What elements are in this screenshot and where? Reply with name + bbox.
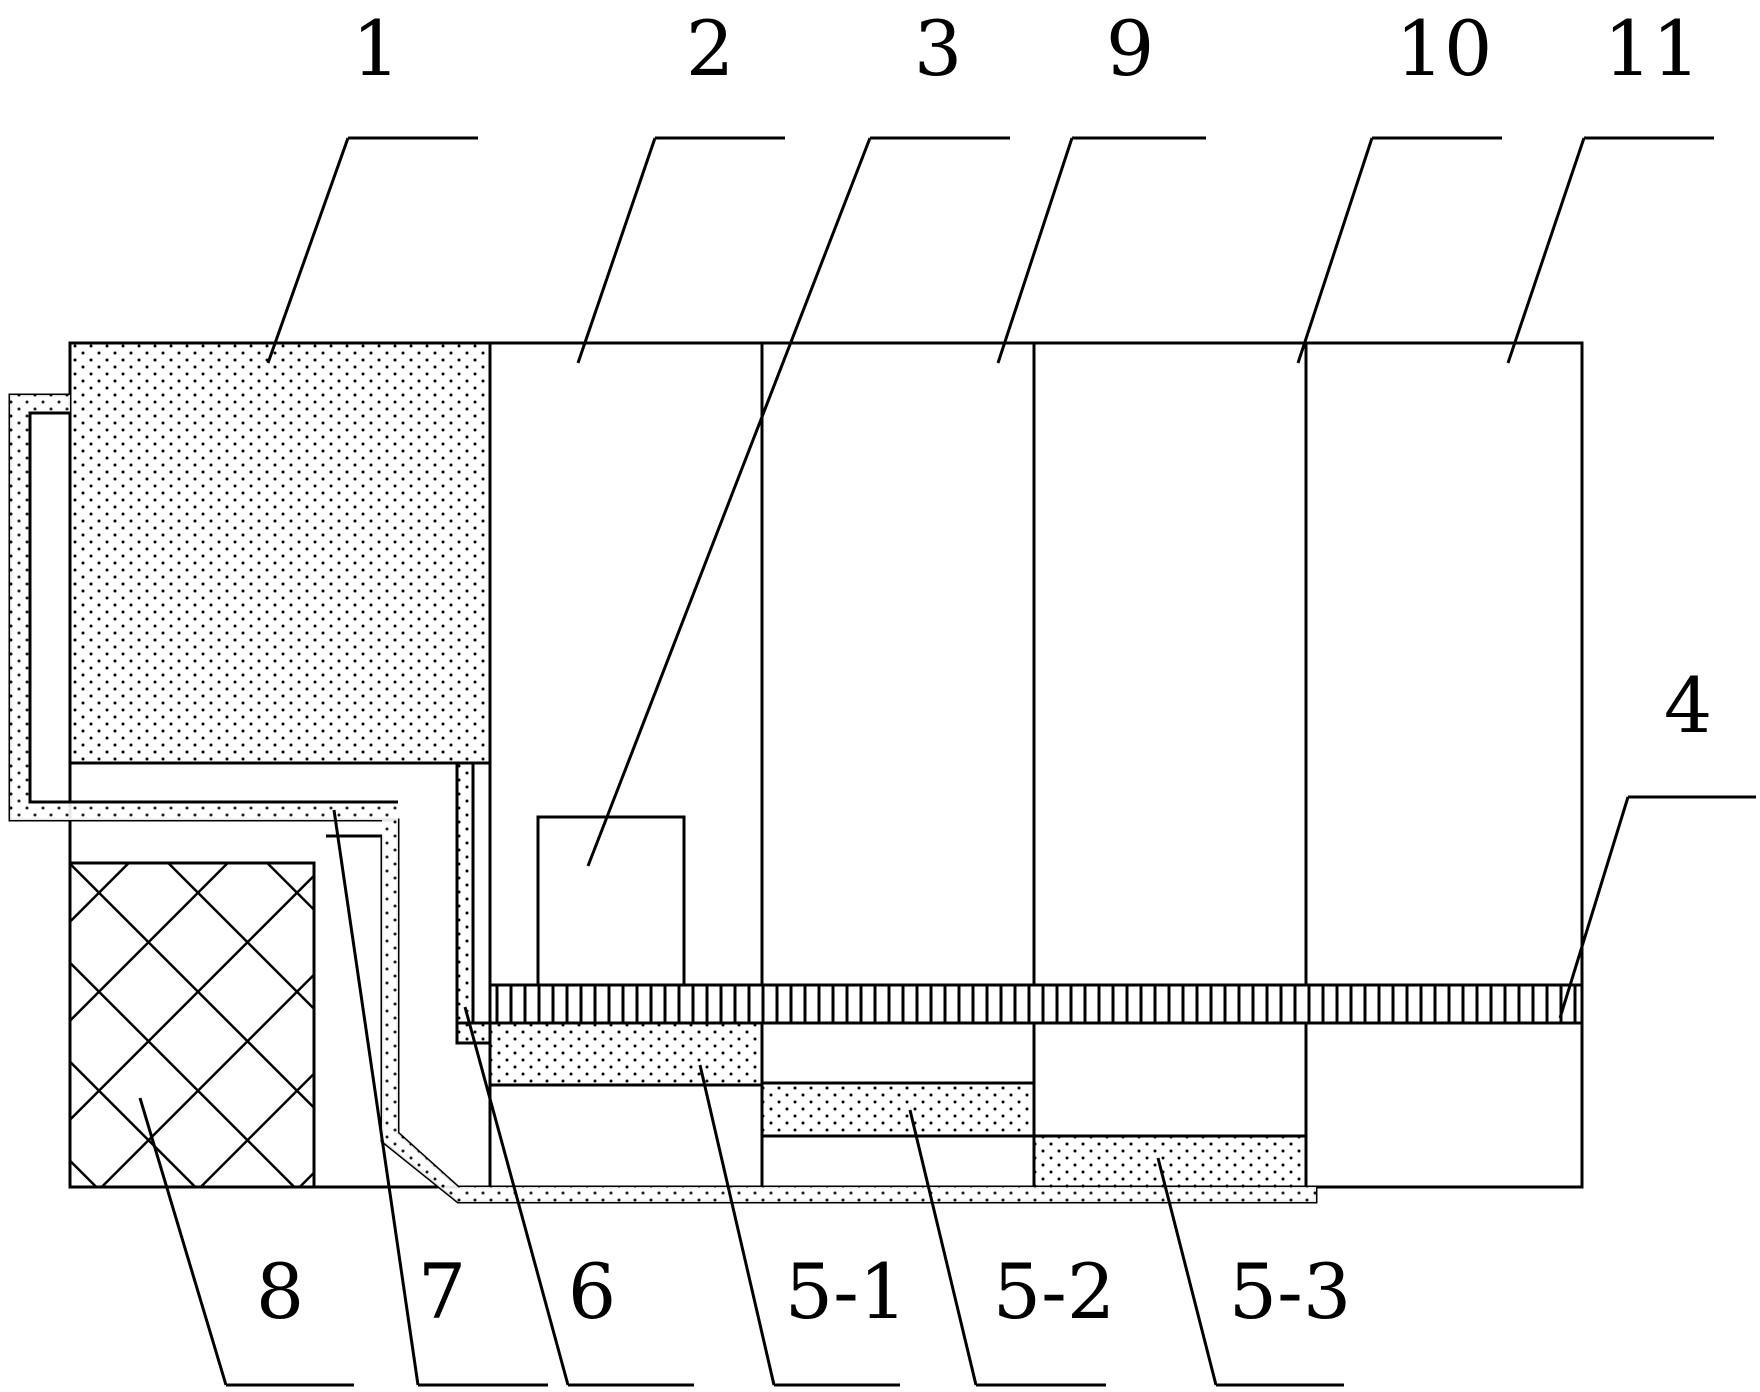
leader-6 — [463, 1006, 570, 1386]
component-7-pipe-inner — [28, 411, 398, 804]
label-5-2: 5-2 — [993, 1247, 1115, 1336]
label-6: 6 — [568, 1247, 616, 1336]
component-8-block — [68, 861, 316, 1189]
label-2: 2 — [686, 4, 734, 93]
leader-11 — [1506, 137, 1586, 364]
label-5-3: 5-3 — [1229, 1247, 1351, 1336]
leader-5-1 — [698, 1064, 776, 1386]
label-10: 10 — [1396, 4, 1493, 93]
leader-10 — [1296, 137, 1374, 364]
label-1: 1 — [352, 4, 400, 93]
component-6-pipe — [455, 761, 475, 1045]
leader-7 — [332, 809, 420, 1386]
label-11: 11 — [1604, 4, 1701, 93]
component-5-2-layer — [760, 1081, 1036, 1138]
leader-5-2 — [908, 1109, 978, 1386]
component-3-box — [536, 815, 686, 987]
label-5-1: 5-1 — [785, 1247, 907, 1336]
leader-1 — [266, 137, 350, 364]
leader-8 — [138, 1097, 228, 1386]
leader-3 — [586, 137, 872, 867]
leader-4 — [1558, 796, 1630, 1019]
label-4: 4 — [1664, 661, 1712, 750]
component-1-block — [68, 341, 492, 765]
component-5-1-layer — [488, 1021, 764, 1087]
leader-2 — [576, 137, 657, 364]
component-4-bar — [488, 983, 1584, 1025]
leader-5-3 — [1156, 1157, 1218, 1386]
component-5-3-layer — [1032, 1134, 1308, 1189]
label-3: 3 — [914, 4, 962, 93]
label-7: 7 — [418, 1247, 466, 1336]
label-9: 9 — [1106, 4, 1154, 93]
leader-9 — [996, 137, 1074, 364]
label-8: 8 — [256, 1247, 304, 1336]
